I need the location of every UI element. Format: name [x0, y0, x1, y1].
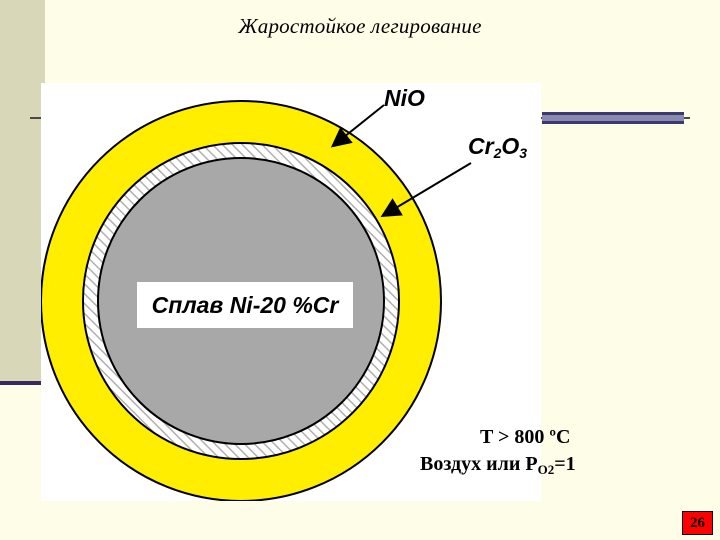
- oxide-scale-diagram: Сплав Ni-20 %Cr NiO Cr2O3: [41, 83, 541, 501]
- conditions-text: T > 800 ºC Воздух или PO2=1: [420, 424, 720, 483]
- slide-title: Жаростойкое легирование: [238, 14, 482, 38]
- left-decor-band: [0, 0, 45, 384]
- title-divider-accent: [542, 112, 684, 124]
- cr2o3-label: Cr2O3: [468, 133, 528, 161]
- nio-arrow: [330, 104, 385, 148]
- page-number-badge: 26: [682, 511, 713, 535]
- cr2o3-arrow: [380, 162, 472, 218]
- temperature-condition: T > 800 ºC: [480, 426, 571, 448]
- nio-label: NiO: [384, 85, 425, 111]
- left-band-divider: [0, 381, 45, 385]
- alloy-label: Сплав Ni-20 %Cr: [137, 282, 353, 328]
- atmosphere-condition: Воздух или PO2=1: [420, 453, 576, 477]
